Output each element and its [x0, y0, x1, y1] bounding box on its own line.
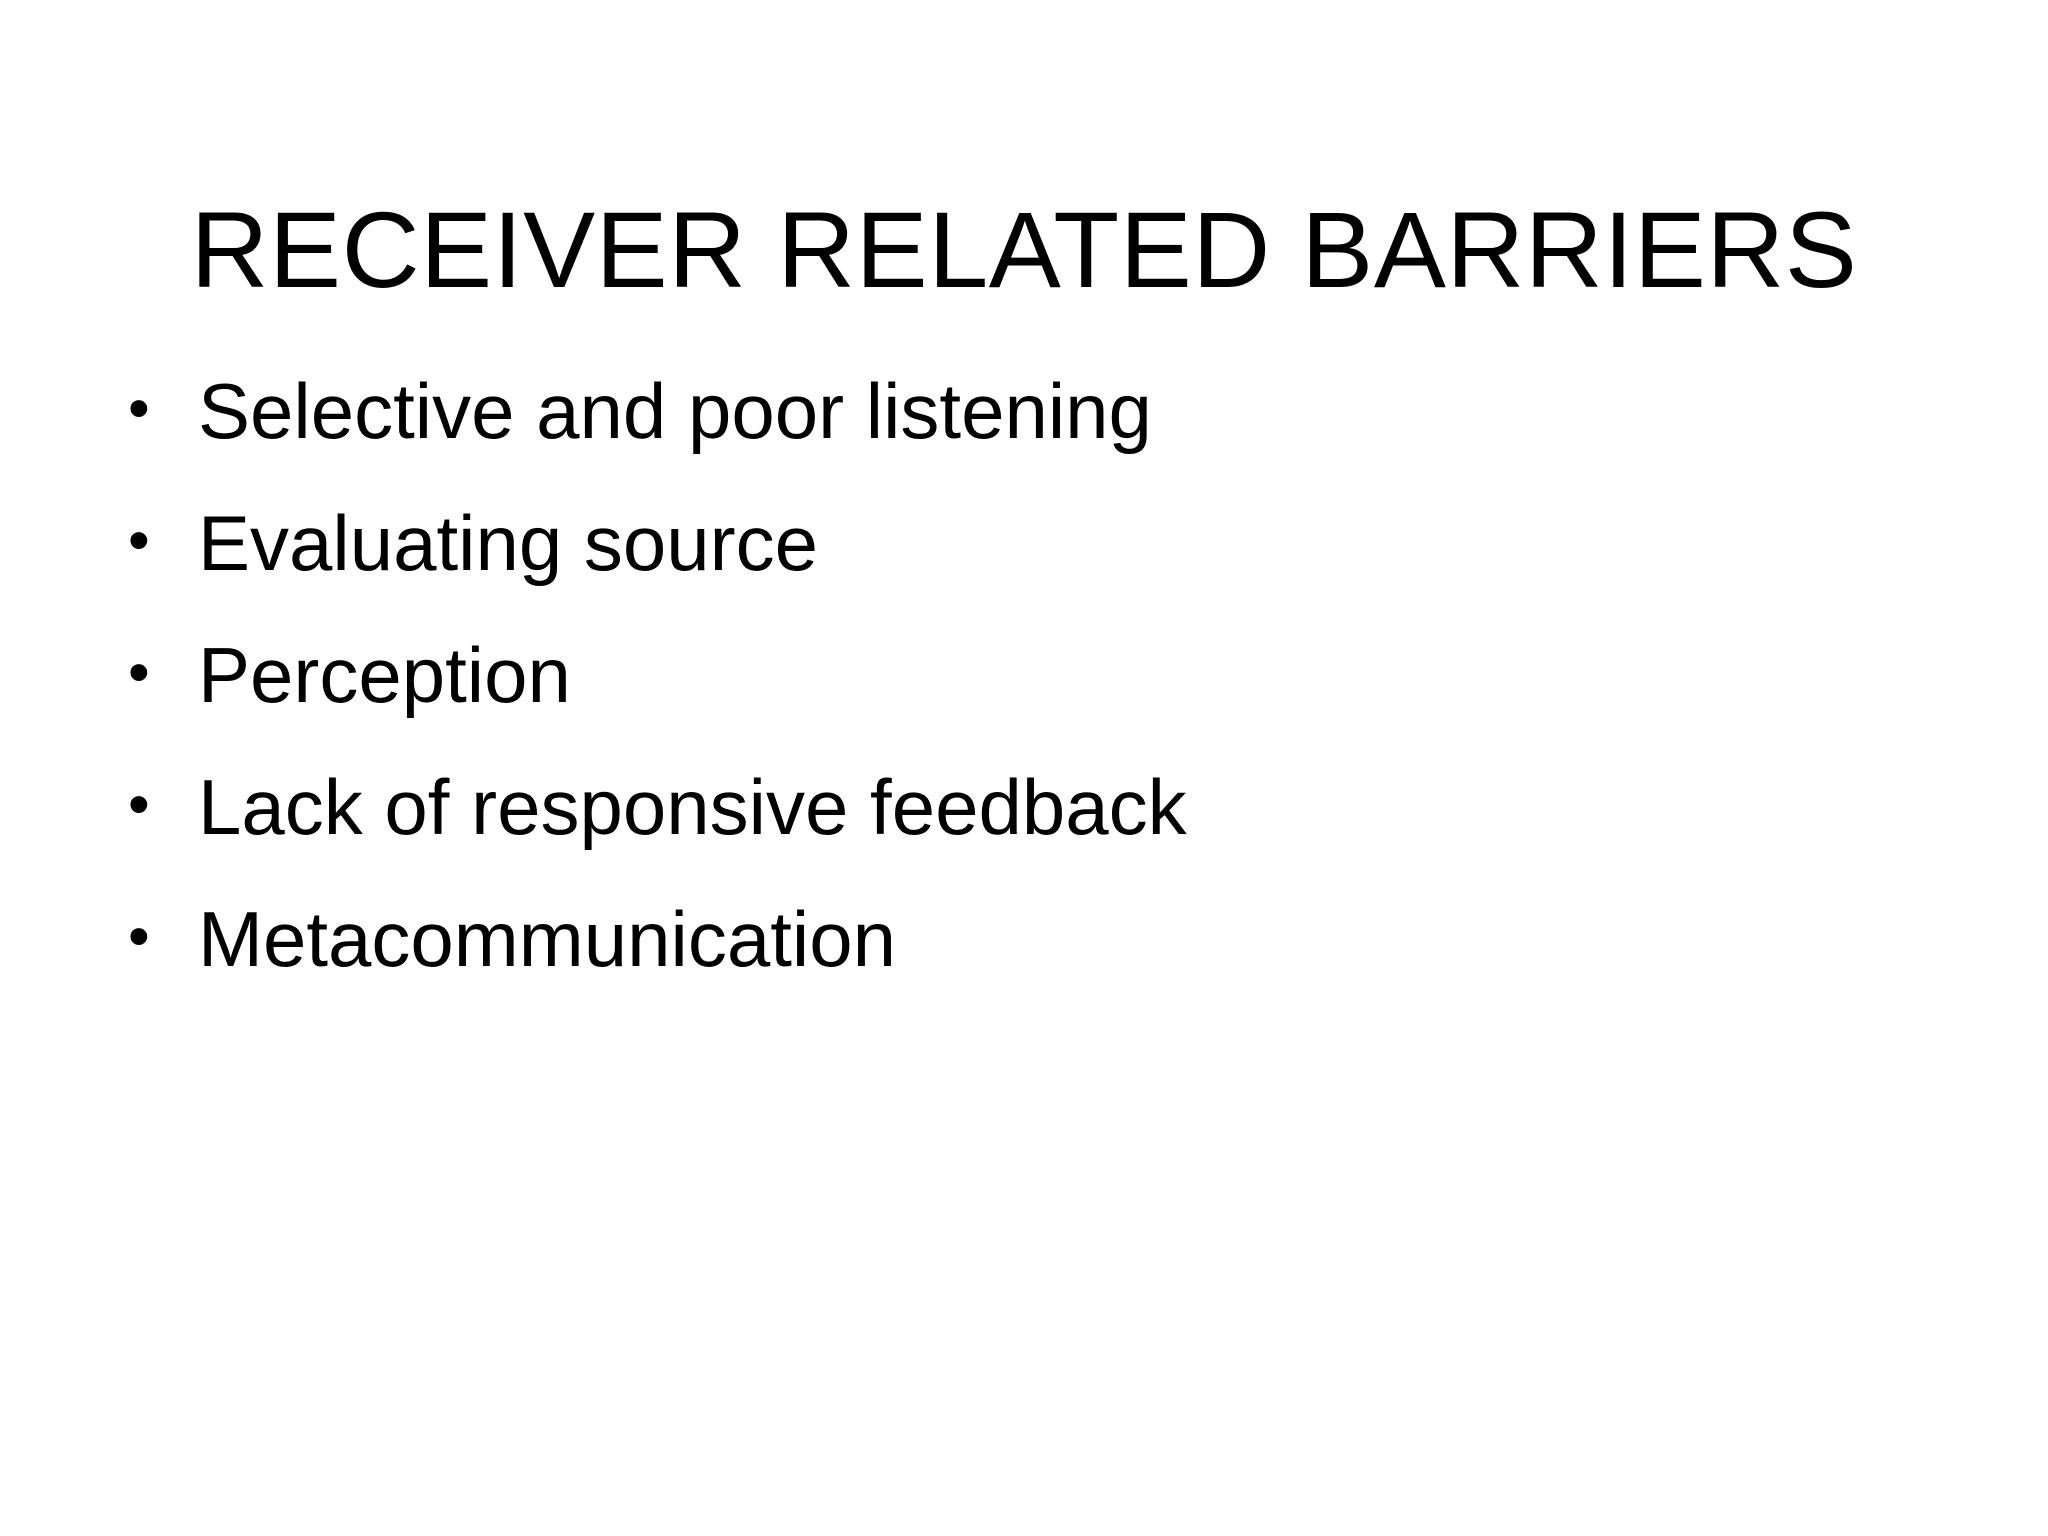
bullet-point-icon: •: [128, 902, 150, 971]
list-item-label: Lack of responsive feedback: [198, 763, 1187, 851]
list-item: • Perception: [118, 636, 1938, 768]
list-item: • Lack of responsive feedback: [118, 768, 1938, 900]
list-item-label: Selective and poor listening: [198, 367, 1152, 455]
slide-title: RECEIVER RELATED BARRIERS: [190, 189, 1858, 311]
list-item-label: Perception: [198, 631, 571, 719]
list-item-label: Evaluating source: [198, 499, 819, 587]
list-item: • Selective and poor listening: [118, 372, 1938, 504]
bullet-point-icon: •: [128, 374, 150, 443]
list-item-label: Metacommunication: [198, 895, 896, 983]
list-item: • Evaluating source: [118, 504, 1938, 636]
bullet-point-icon: •: [128, 506, 150, 575]
bullet-point-icon: •: [128, 638, 150, 707]
bullet-list: • Selective and poor listening • Evaluat…: [118, 372, 1938, 1032]
bullet-point-icon: •: [128, 770, 150, 839]
list-item: • Metacommunication: [118, 900, 1938, 1032]
